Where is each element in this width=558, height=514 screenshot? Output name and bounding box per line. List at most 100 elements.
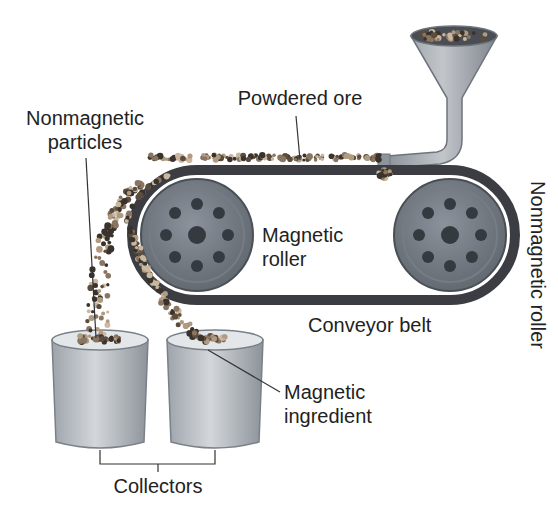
ore-particle [280, 156, 286, 162]
ore-particle [456, 30, 460, 34]
magnetic-particle [163, 291, 168, 296]
ore-particle [201, 156, 205, 160]
roller-hole [422, 251, 434, 263]
ore-particle [383, 170, 387, 174]
magnetic-particle [158, 300, 164, 306]
ore-particle [307, 153, 313, 159]
roller-hole [475, 229, 487, 241]
ore-particle [357, 154, 361, 158]
magnetic-particle [147, 272, 153, 278]
nonmagnetic-particle [96, 238, 101, 243]
magnetic-particle [163, 299, 170, 306]
ore-particle [389, 173, 393, 177]
nonmagnetic-particle [97, 289, 101, 293]
nonmagnetic-particle [113, 223, 119, 229]
ore-particle [431, 33, 434, 36]
ore-particle [321, 154, 324, 157]
ore-particle [334, 158, 339, 163]
nonmagnetic-particle [116, 201, 122, 207]
ore-particle [212, 153, 217, 158]
ore-particle [390, 172, 393, 175]
nonmagnetic-particle [85, 319, 89, 323]
part-label: Magnetic roller [262, 223, 362, 271]
collectors-bracket [157, 464, 158, 472]
ore-particle [460, 30, 465, 35]
magnetic-particle [219, 335, 225, 341]
ore-particle [315, 153, 319, 157]
magnetic-roller [141, 179, 253, 291]
collectors-bracket [100, 450, 215, 464]
magnetic-particle [222, 334, 226, 338]
ore-particle [302, 158, 305, 161]
collector-left [52, 330, 148, 448]
nonmagnetic-particle [108, 215, 113, 220]
ore-particle [153, 156, 158, 161]
part-label: Magnetic ingredient [284, 380, 414, 428]
ore-particle [249, 154, 253, 158]
nonmagnetic-particle [88, 335, 92, 339]
nonmagnetic-particle [108, 245, 114, 251]
ore-particle [167, 174, 171, 178]
ore-particle [180, 156, 186, 162]
magnetic-particle [156, 286, 159, 289]
ore-particle [294, 158, 297, 161]
nonmagnetic-particle [115, 207, 118, 210]
ore-particle [424, 37, 427, 40]
nonmagnetic-particle [129, 186, 132, 189]
nonmagnetic-particle [109, 208, 114, 213]
ore-particle [370, 155, 376, 161]
part-label: Nonmagnetic particles [20, 106, 150, 154]
nonmagnetic-particle [121, 198, 128, 205]
ore-particle [126, 216, 129, 219]
ore-particle [146, 183, 153, 190]
part-label: Collectors [88, 474, 228, 498]
nonmagnetic-particle [103, 270, 107, 274]
ore-particle [348, 155, 354, 161]
magnetic-particle [180, 320, 184, 324]
ore-particle [213, 157, 219, 163]
roller-hole [466, 207, 478, 219]
magnetic-particle [198, 335, 205, 342]
collector-right [167, 330, 263, 448]
nonmagnetic-particle [127, 191, 132, 196]
nonmagnetic-particle [133, 187, 138, 192]
roller-hole [169, 251, 181, 263]
leader-line [208, 350, 280, 392]
nonmagnetic-particle [135, 180, 141, 186]
leader-line [86, 158, 96, 338]
ore-particle [463, 37, 467, 41]
magnetic-particle [144, 266, 150, 272]
ore-particle [225, 156, 228, 159]
nonmagnetic-particle [106, 319, 110, 323]
ore-particle [472, 31, 476, 35]
roller-axle [441, 226, 459, 244]
ore-particle [377, 173, 383, 179]
ore-particle [344, 154, 350, 160]
nonmagnetic-particle [101, 312, 105, 316]
ore-particle [453, 36, 459, 42]
nonmagnetic-particle [101, 241, 106, 246]
magnetic-particle [212, 336, 218, 342]
nonmagnetic-particle [89, 315, 95, 321]
ore-particle [137, 192, 144, 199]
ore-particle [176, 156, 181, 161]
roller-hole [191, 260, 203, 272]
roller-hole [191, 198, 203, 210]
ore-particle [315, 155, 318, 158]
leader-line [296, 116, 300, 160]
ore-particle [371, 158, 375, 162]
nonmagnetic-particle [94, 255, 98, 259]
roller-hole [213, 207, 225, 219]
ore-particle [145, 184, 151, 190]
nonmagnetic-particle [86, 303, 90, 307]
nonmagnetic-particle [114, 337, 117, 340]
ore-particle [377, 157, 381, 161]
ore-particle [329, 154, 335, 160]
nonmagnetic-particle [91, 310, 94, 313]
hopper-funnel [378, 26, 497, 170]
magnetic-particle [143, 261, 148, 266]
nonmagnetic-particle [89, 329, 93, 333]
roller-disc [141, 179, 253, 291]
nonmagnetic-particle [119, 195, 123, 199]
ore-particle [442, 33, 445, 36]
